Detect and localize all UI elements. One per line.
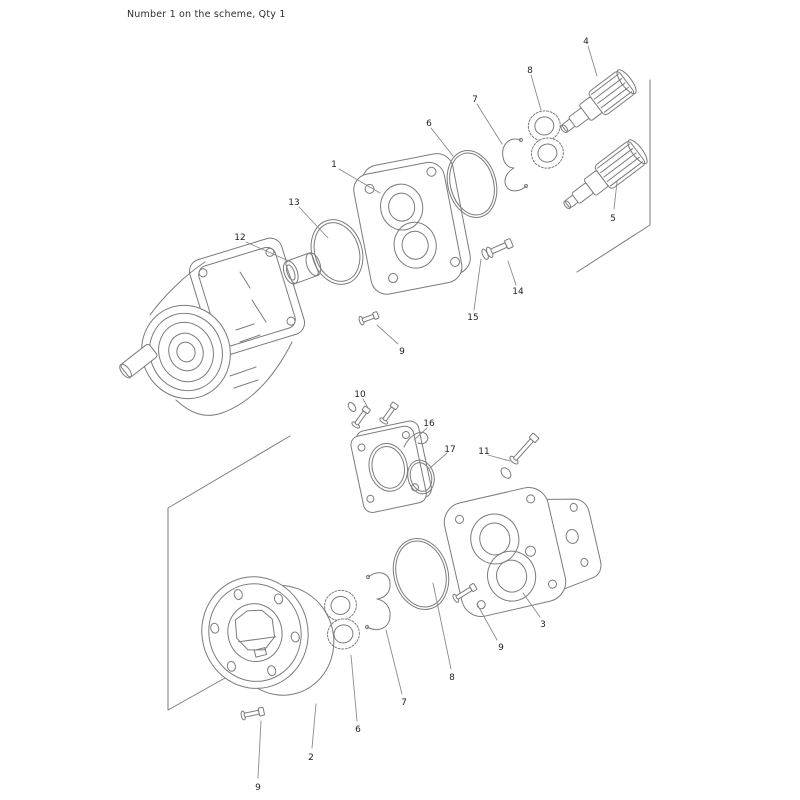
- part-callout-6-3: 6: [426, 119, 432, 129]
- bolt-9-middle: [452, 583, 478, 603]
- part-callout-10-11: 10: [354, 390, 366, 400]
- part-callout-11-14: 11: [478, 447, 489, 457]
- part-callout-6-19: 6: [355, 725, 361, 735]
- washer-11: [500, 467, 512, 479]
- part-callout-14-8: 14: [512, 287, 524, 297]
- pump-shaft: [119, 343, 158, 379]
- part-callout-15-9: 15: [467, 313, 478, 323]
- plane-edge-left: [167, 435, 291, 711]
- part-callout-2-20: 2: [308, 753, 314, 763]
- part-callout-4-0: 4: [583, 37, 589, 47]
- flange-2: [201, 576, 335, 696]
- lower-assembly: [201, 401, 602, 721]
- bushing-12: [282, 252, 322, 285]
- oring-8-lower: [392, 538, 450, 610]
- part-callout-13-5: 13: [288, 198, 299, 208]
- upper-assembly: [119, 69, 648, 416]
- bolt-14-15: [481, 238, 514, 260]
- part-callout-9-21: 9: [255, 783, 261, 793]
- part-callout-9-16: 9: [498, 643, 504, 653]
- gear-5: [563, 139, 648, 210]
- part-callout-5-7: 5: [610, 214, 616, 224]
- pump-housing-3: [443, 487, 602, 617]
- leader-lines: [245, 45, 618, 779]
- snap-ring-7-lower: [364, 572, 391, 631]
- snap-ring-7: [502, 137, 529, 192]
- bolt-11: [509, 432, 540, 465]
- gear-4: [560, 69, 637, 134]
- part-callout-17-13: 17: [444, 445, 455, 455]
- bolt-9-upper: [358, 311, 380, 326]
- bolts-10: [347, 401, 399, 429]
- part-callout-8-17: 8: [449, 673, 455, 683]
- header-note: Number 1 on the scheme, Qty 1: [127, 9, 286, 20]
- bolt-9-bottom: [240, 706, 265, 721]
- part-callout-9-10: 9: [399, 347, 405, 357]
- reference-plane-lines: [167, 79, 651, 711]
- part-callout-7-2: 7: [472, 95, 478, 105]
- gasket-8: [527, 110, 564, 169]
- oring-17: [407, 459, 435, 495]
- part-callout-16-12: 16: [423, 419, 435, 429]
- part-callout-7-18: 7: [401, 698, 407, 708]
- part-callout-12-6: 12: [234, 233, 245, 243]
- oring-6: [446, 150, 498, 218]
- pump-body: [119, 237, 306, 416]
- cover-plate-1: [353, 153, 471, 295]
- plane-edge-right: [576, 79, 651, 273]
- oring-13: [310, 219, 364, 285]
- gasket-6-lower: [324, 589, 360, 650]
- gasket-plate-16: [350, 420, 432, 513]
- clip-pin: [403, 431, 429, 448]
- part-callout-8-1: 8: [527, 66, 533, 76]
- part-callout-1-4: 1: [331, 160, 337, 170]
- part-callout-3-15: 3: [540, 620, 546, 630]
